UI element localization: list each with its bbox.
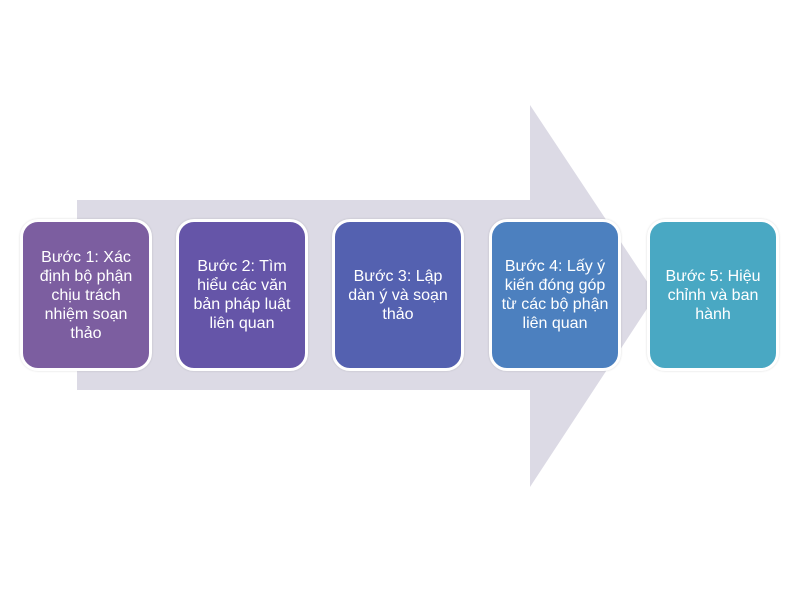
step-2-box: Bước 2: Tìm hiểu các văn bản pháp luật l… bbox=[176, 219, 308, 371]
step-4-label: Bước 4: Lấy ý kiến đóng góp từ các bộ ph… bbox=[501, 258, 609, 332]
step-1-label: Bước 1: Xác định bộ phận chịu trách nhiệ… bbox=[39, 248, 133, 342]
step-3-box: Bước 3: Lập dàn ý và soạn thảo bbox=[332, 219, 464, 371]
step-3-label: Bước 3: Lập dàn ý và soạn thảo bbox=[348, 267, 448, 323]
step-5-label: Bước 5: Hiệu chỉnh và ban hành bbox=[665, 267, 761, 323]
step-4-box: Bước 4: Lấy ý kiến đóng góp từ các bộ ph… bbox=[489, 219, 621, 371]
step-5-box: Bước 5: Hiệu chỉnh và ban hành bbox=[647, 219, 779, 371]
step-2-label: Bước 2: Tìm hiểu các văn bản pháp luật l… bbox=[193, 258, 291, 332]
step-1-box: Bước 1: Xác định bộ phận chịu trách nhiệ… bbox=[20, 219, 152, 371]
